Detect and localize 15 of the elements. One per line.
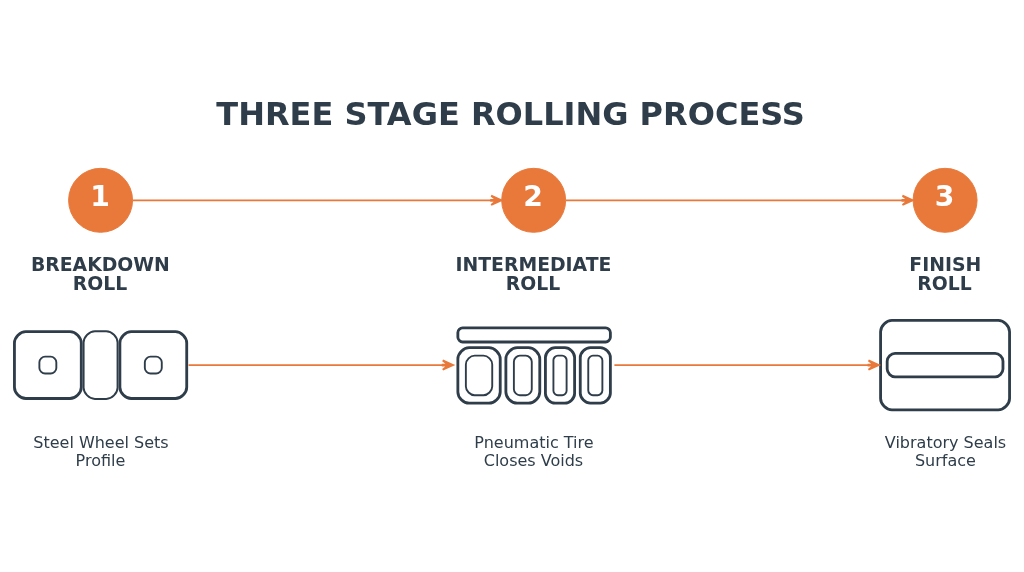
node-label: Pneumatic Tire Closes Voids (474, 433, 594, 471)
node-circle: 3 (912, 167, 978, 233)
arrow (131, 194, 503, 206)
node-label: Steel Wheel Sets Profile (33, 433, 169, 471)
diagram-title: THREE STAGE ROLLING PROCESS (216, 95, 805, 134)
node-label: BREAKDOWN ROLL (30, 253, 170, 294)
arrow (613, 359, 880, 371)
node-circle: 1 (68, 167, 134, 233)
node-label: Vibratory Seals Surface (884, 433, 1007, 471)
node-picture (879, 318, 1011, 412)
node-label: INTERMEDIATE ROLL (455, 253, 612, 294)
arrow (564, 194, 914, 206)
node-circle: 2 (501, 167, 567, 233)
node-label: FINISH ROLL (909, 253, 982, 294)
arrow (187, 359, 455, 371)
